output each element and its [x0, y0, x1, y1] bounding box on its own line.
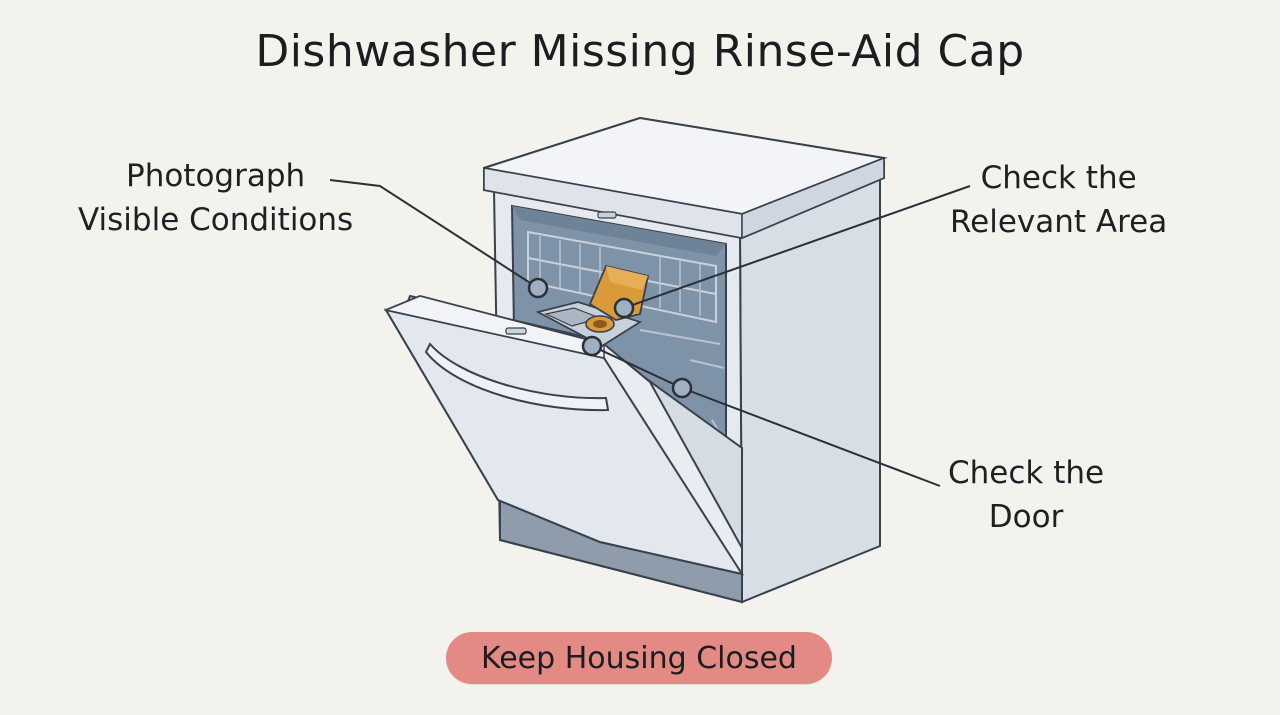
- callout-door-line1: Check the: [948, 455, 1105, 491]
- callout-relevant-area: Check the Relevant Area: [950, 156, 1167, 244]
- diagram-title: Dishwasher Missing Rinse-Aid Cap: [255, 26, 1025, 77]
- dispenser-marker: [581, 335, 603, 357]
- relevant-area-leader-line: [623, 185, 971, 309]
- dishwasher-door: [383, 294, 745, 576]
- warning-badge: Keep Housing Closed: [446, 632, 832, 684]
- callout-relevant-area-line2: Relevant Area: [950, 204, 1168, 240]
- callout-photograph-line1: Photograph: [126, 158, 306, 194]
- photograph-leader-line: [329, 179, 539, 289]
- rinse-aid-dispenser: [535, 264, 650, 348]
- photograph-marker: [527, 277, 549, 299]
- callout-photograph-line2: Visible Conditions: [78, 202, 354, 238]
- callout-photograph: Photograph Visible Conditions: [78, 154, 353, 242]
- relevant-area-marker: [613, 297, 635, 319]
- callout-relevant-area-line1: Check the: [980, 160, 1137, 196]
- callout-door: Check the Door: [948, 451, 1104, 539]
- callout-markers: [527, 277, 693, 399]
- callout-door-line2: Door: [988, 499, 1064, 535]
- door-marker: [671, 377, 693, 399]
